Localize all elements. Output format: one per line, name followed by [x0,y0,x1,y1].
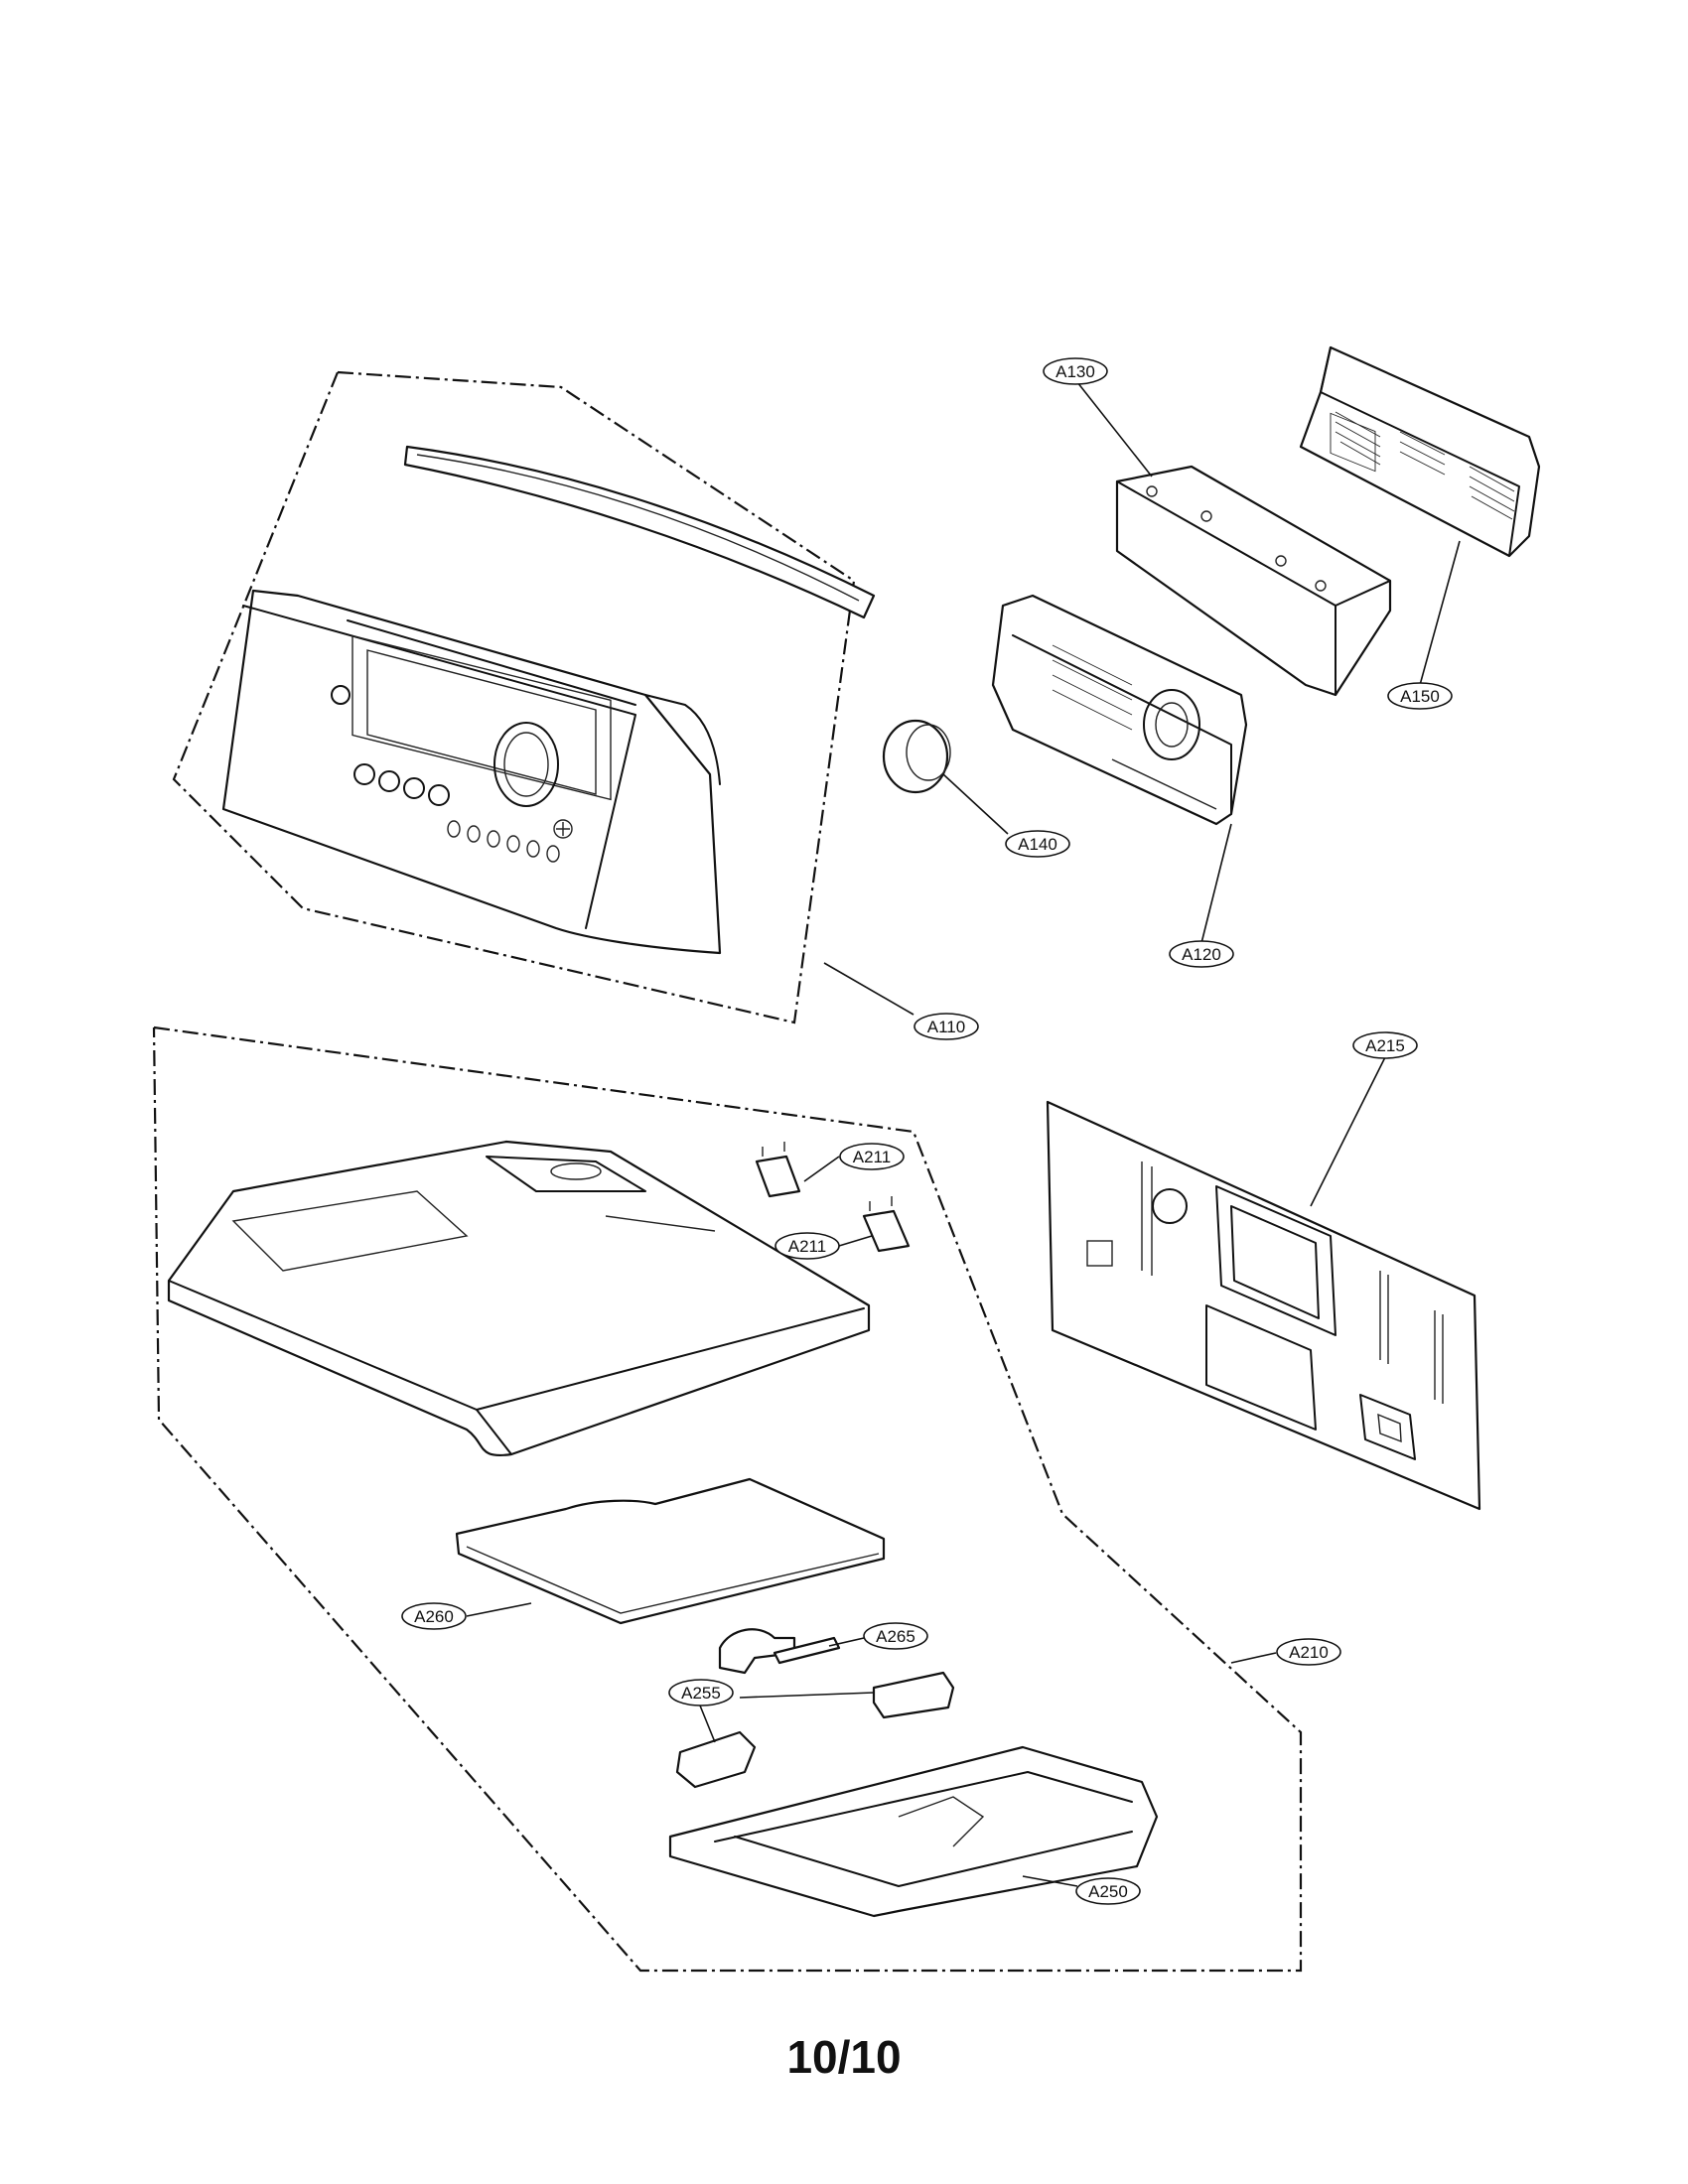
a120-control-pcb [991,594,1248,826]
control-panel-housing [221,589,722,955]
leader-a150 [1419,540,1461,686]
leader-a211-upper [803,1156,840,1182]
leader-a265 [828,1637,865,1647]
a210-group-boundary [152,1025,1303,1973]
svg-text:A260: A260 [414,1607,454,1626]
callout-a211-upper: A211 [839,1143,905,1170]
leader-a130 [1076,381,1153,478]
leader-a211-lower [838,1235,873,1247]
a260-lid-glass [455,1477,886,1625]
leader-a210 [1230,1652,1277,1664]
callout-a210: A210 [1276,1638,1341,1666]
a130-pcb-frame [1115,465,1392,697]
a110-group-boundary [172,370,856,1024]
svg-text:A250: A250 [1088,1882,1128,1901]
callout-a130: A130 [1043,357,1108,385]
leader-a215 [1310,1056,1386,1207]
leader-a250 [1022,1875,1078,1887]
leader-a120 [1200,823,1232,944]
svg-text:A215: A215 [1365,1036,1405,1055]
svg-text:A140: A140 [1018,835,1057,854]
svg-text:A211: A211 [788,1237,826,1256]
a265-latch [718,1628,841,1675]
callout-a250: A250 [1075,1877,1141,1905]
leader-a110 [823,962,914,1016]
callout-a140: A140 [1005,830,1070,858]
a211-hinge-lower [862,1196,911,1253]
leader-a260 [466,1602,532,1617]
callout-a110: A110 [914,1013,979,1040]
leader-a255-left [699,1705,716,1743]
panel-trim-strip [403,445,876,619]
a255-hinge-left [675,1730,757,1789]
callout-a255: A255 [668,1679,734,1706]
top-cover [167,1140,871,1457]
callout-a211-lower: A211 [774,1232,840,1260]
svg-text:A210: A210 [1289,1643,1329,1662]
svg-text:A120: A120 [1182,945,1221,964]
a215-rear-panel [1046,1100,1481,1511]
page-number: 10/10 [786,2031,902,2083]
callout-a120: A120 [1169,940,1234,968]
leader-a255-right [739,1692,875,1699]
svg-text:A150: A150 [1400,687,1440,706]
callout-a150: A150 [1387,682,1453,710]
a211-hinge-upper [755,1142,801,1198]
svg-text:A211: A211 [853,1148,891,1166]
svg-text:A265: A265 [876,1627,915,1646]
svg-text:A130: A130 [1055,362,1095,381]
svg-text:A110: A110 [927,1018,965,1036]
a150-cover [1299,345,1541,558]
a140-knob [882,719,951,794]
leader-a140 [942,773,1009,835]
callout-a260: A260 [401,1602,467,1630]
callout-a265: A265 [863,1622,928,1650]
a250-frame [668,1745,1159,1918]
svg-text:A255: A255 [681,1684,721,1703]
a255-hinge-right [872,1671,955,1719]
callout-a215: A215 [1352,1031,1418,1059]
leader-lines [466,381,1461,1887]
